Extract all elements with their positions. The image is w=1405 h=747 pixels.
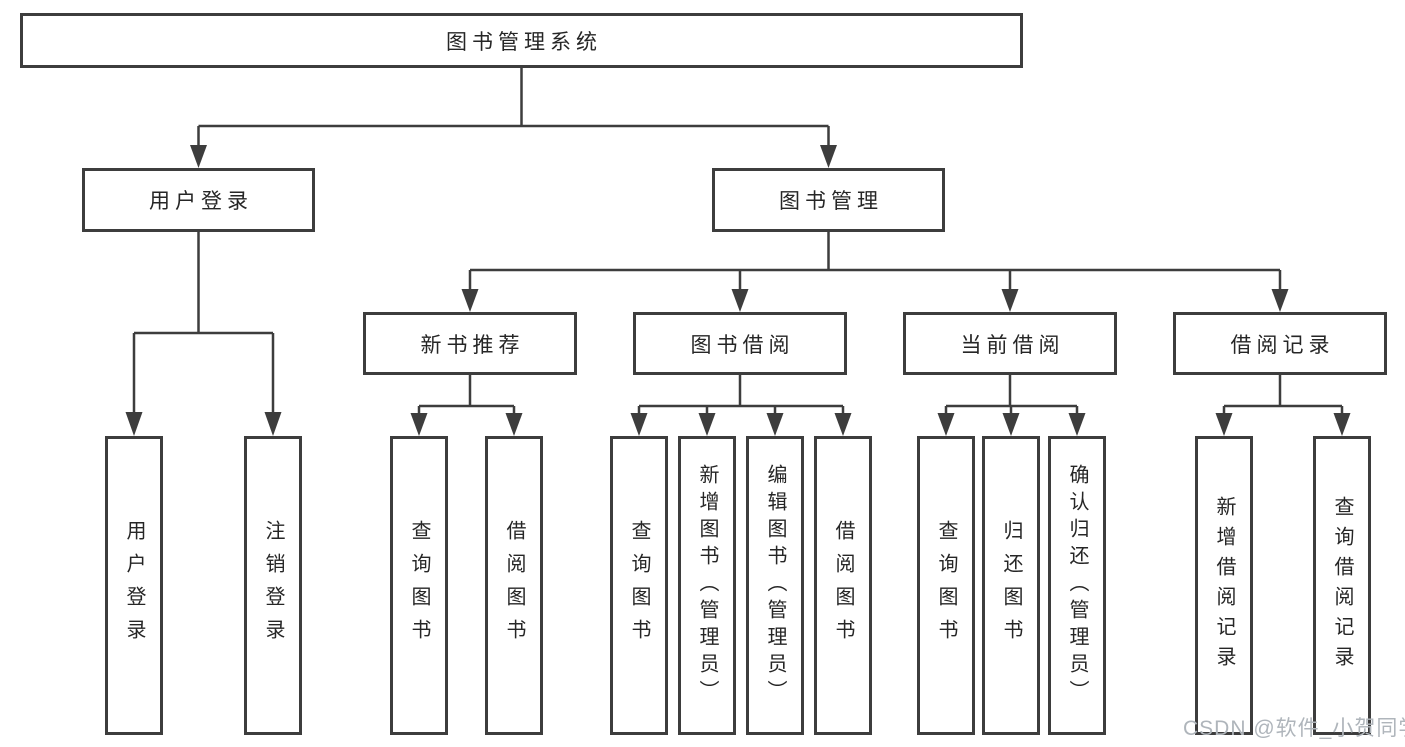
arrowhead xyxy=(1002,413,1020,436)
arrowhead xyxy=(937,413,955,436)
node-logout: 注销登录 xyxy=(244,436,302,735)
arrowhead xyxy=(1001,289,1019,312)
connector-current-borrow-children xyxy=(937,375,1086,436)
arrowhead xyxy=(505,413,523,436)
node-library-system-label: 图书管理系统 xyxy=(446,30,602,54)
connector-borrow-records-children xyxy=(1215,375,1351,436)
node-query-borrow-record: 查询借阅记录 xyxy=(1313,436,1371,735)
node-book-management-label: 图书管理 xyxy=(779,190,883,213)
arrowhead xyxy=(834,413,852,436)
arrowhead xyxy=(1068,413,1086,436)
node-book-borrowing-label: 图书借阅 xyxy=(690,333,795,357)
connector-user-login-children xyxy=(125,232,282,436)
node-borrowing-records: 借阅记录 xyxy=(1173,312,1387,375)
node-borrow-books-new: 借阅图书 xyxy=(485,436,543,735)
node-query-books-new: 查询图书 xyxy=(390,436,448,735)
node-borrow-books-new-label: 借阅图书 xyxy=(503,519,525,652)
node-query-books-borrow-label: 查询图书 xyxy=(628,519,650,652)
node-confirm-return-admin-label: 确认归还（管理员） xyxy=(1066,464,1088,707)
node-login: 用户登录 xyxy=(105,436,163,735)
node-add-book-admin: 新增图书（管理员） xyxy=(678,436,736,735)
node-query-books-new-label: 查询图书 xyxy=(408,519,430,652)
node-login-label: 用户登录 xyxy=(123,519,145,652)
node-confirm-return-admin: 确认归还（管理员） xyxy=(1048,436,1106,735)
node-current-borrowing: 当前借阅 xyxy=(903,312,1117,375)
connector-root-to-level2 xyxy=(190,68,837,168)
arrowhead xyxy=(125,412,143,436)
arrowhead xyxy=(1333,413,1351,436)
node-book-borrowing: 图书借阅 xyxy=(633,312,847,375)
connector-new-book-children xyxy=(410,375,523,436)
node-new-book-recommendation-label: 新书推荐 xyxy=(420,333,525,357)
node-add-borrow-record: 新增借阅记录 xyxy=(1195,436,1253,735)
node-book-management: 图书管理 xyxy=(712,168,945,232)
connector-book-mgmt-children xyxy=(461,232,1289,312)
arrowhead xyxy=(461,289,479,312)
node-borrow-books: 借阅图书 xyxy=(814,436,872,735)
node-add-borrow-record-label: 新增借阅记录 xyxy=(1213,495,1235,676)
connector-book-borrow-children xyxy=(630,375,852,436)
node-query-borrow-record-label: 查询借阅记录 xyxy=(1331,495,1353,676)
node-user-login-label: 用户登录 xyxy=(149,190,253,213)
node-user-login: 用户登录 xyxy=(82,168,315,232)
node-query-books-borrow: 查询图书 xyxy=(610,436,668,735)
node-return-books: 归还图书 xyxy=(982,436,1040,735)
node-edit-book-admin-label: 编辑图书（管理员） xyxy=(764,464,786,707)
arrowhead xyxy=(190,145,207,168)
node-current-borrowing-label: 当前借阅 xyxy=(960,333,1065,357)
node-logout-label: 注销登录 xyxy=(262,519,284,652)
node-edit-book-admin: 编辑图书（管理员） xyxy=(746,436,804,735)
arrowhead xyxy=(630,413,648,436)
csdn-watermark: CSDN @软件_小贺同学 xyxy=(1183,717,1405,740)
node-query-books-current: 查询图书 xyxy=(917,436,975,735)
node-add-book-admin-label: 新增图书（管理员） xyxy=(696,464,718,707)
node-new-book-recommendation: 新书推荐 xyxy=(363,312,577,375)
arrowhead xyxy=(731,289,749,312)
arrowhead xyxy=(820,145,837,168)
arrowhead xyxy=(766,413,784,436)
arrowhead xyxy=(1215,413,1233,436)
node-return-books-label: 归还图书 xyxy=(1000,519,1022,652)
node-borrow-books-label: 借阅图书 xyxy=(832,519,854,652)
arrowhead xyxy=(698,413,716,436)
node-library-system: 图书管理系统 xyxy=(20,13,1023,68)
arrowhead xyxy=(410,413,428,436)
arrowhead xyxy=(1271,289,1289,312)
arrowhead xyxy=(264,412,282,436)
node-query-books-current-label: 查询图书 xyxy=(935,519,957,652)
node-borrowing-records-label: 借阅记录 xyxy=(1230,333,1335,357)
